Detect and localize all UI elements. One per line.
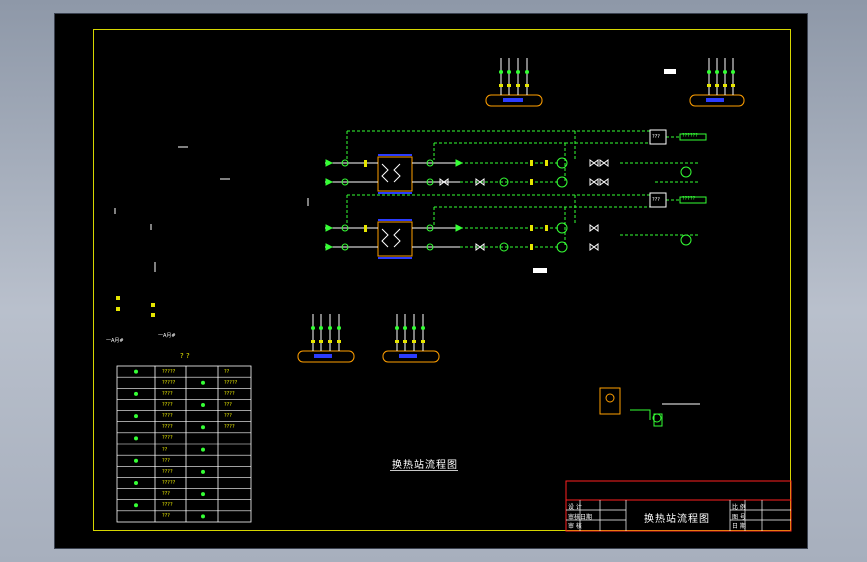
legend-item-code: ????? xyxy=(224,379,238,386)
legend-item-name: ??? xyxy=(162,491,170,498)
legend-symbol xyxy=(134,458,138,463)
legend-item-code: ?? xyxy=(224,368,230,375)
left-instruments xyxy=(116,296,155,317)
valve-symbols xyxy=(439,159,609,251)
legend-item-name: ?? xyxy=(162,446,168,453)
vessel-branch-valves xyxy=(311,70,735,330)
pipe-label-1: ?????? xyxy=(682,133,698,139)
legend-symbol xyxy=(134,369,138,374)
header-vessel-2 xyxy=(689,94,745,107)
left-note-1: 一A月# xyxy=(106,338,124,344)
inline-valves xyxy=(325,159,464,251)
titleblock-left-cell-3: 审 核 xyxy=(568,523,582,530)
left-note-2: 一A月# xyxy=(158,333,176,339)
legend-item-name: ??? xyxy=(162,457,170,464)
header-vessel-1 xyxy=(485,94,543,107)
exchanger-connections xyxy=(325,162,460,248)
heat-exchanger-2 xyxy=(377,219,413,259)
pipe-label-2: ????? xyxy=(682,196,696,202)
legend-item-name: ???? xyxy=(162,413,173,420)
legend-item-code: ???? xyxy=(224,390,235,397)
header-box-label-1: ??? xyxy=(652,134,660,140)
legend-item-name: ???? xyxy=(162,435,173,442)
legend-item-code: ???? xyxy=(224,424,235,431)
legend-symbol xyxy=(134,391,138,396)
titleblock-left-cell-1: 设 计 xyxy=(568,504,582,511)
drawing-frame xyxy=(93,29,791,531)
makeup-tank xyxy=(599,387,621,415)
legend-item-name: ???? xyxy=(162,424,173,431)
titleblock-left-cell-2: 审核日期 xyxy=(568,514,593,521)
legend-item-name: ???? xyxy=(162,402,173,408)
vessel-branches xyxy=(312,58,734,351)
drawing-title: 换热站流程图 xyxy=(392,460,458,471)
circulation-pumps xyxy=(499,157,692,253)
titleblock-right-cell-3: 日 期 xyxy=(732,523,746,530)
main-pipes xyxy=(346,130,700,248)
left-marks xyxy=(114,146,309,272)
legend-item-code: ??? xyxy=(224,402,232,408)
makeup-pump xyxy=(630,403,700,427)
header-vessel-3 xyxy=(297,350,355,363)
titleblock-title: 换热站流程图 xyxy=(644,514,710,525)
legend-item-code: ??? xyxy=(224,413,232,420)
legend-item-name: ????? xyxy=(162,480,176,486)
instruments xyxy=(364,69,676,273)
legend-symbol xyxy=(201,447,205,452)
legend-symbol xyxy=(201,425,205,430)
legend-symbol xyxy=(201,380,205,385)
vessel-branch-marks xyxy=(311,84,735,343)
legend-symbols xyxy=(134,369,205,519)
titleblock-right-cell-2: 图 号 xyxy=(732,514,746,521)
title-block-grid xyxy=(566,500,791,531)
legend-symbol xyxy=(201,492,205,497)
titleblock-right-cell-1: 比 例 xyxy=(732,504,746,511)
drawing-sheet xyxy=(55,14,807,548)
header-box-label-2: ??? xyxy=(652,197,660,203)
legend-symbol xyxy=(201,469,205,474)
heat-exchanger-1 xyxy=(377,154,413,194)
legend-symbol xyxy=(134,436,138,441)
legend-item-name: ????? xyxy=(162,379,176,386)
legend-symbol xyxy=(134,503,138,508)
title-underline xyxy=(390,470,458,471)
header-vessel-4 xyxy=(382,350,440,363)
legend-item-name: ??? xyxy=(162,513,170,520)
title-block xyxy=(565,480,792,532)
legend-item-name: ????? xyxy=(162,368,176,375)
legend-item-name: ???? xyxy=(162,502,173,509)
legend-header: ? ? xyxy=(180,352,190,360)
legend-item-name: ???? xyxy=(162,468,173,475)
legend-symbol xyxy=(201,403,205,407)
header-boxes xyxy=(649,129,707,208)
legend-row-lines xyxy=(117,376,251,512)
legend-symbol xyxy=(134,414,138,419)
legend-symbol xyxy=(201,514,205,519)
legend-symbol xyxy=(134,481,138,485)
legend-item-name: ???? xyxy=(162,390,173,397)
